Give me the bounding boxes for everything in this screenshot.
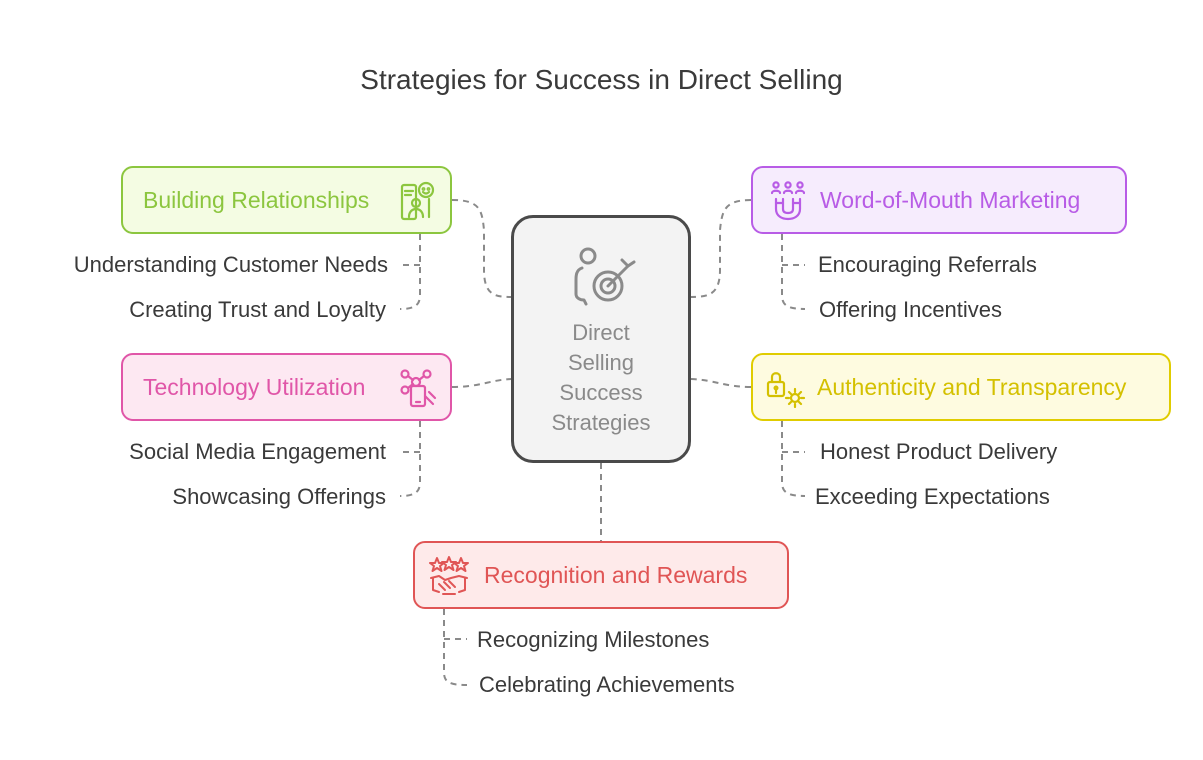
node-building-relationships: Building Relationships xyxy=(121,166,452,234)
diagram-title: Strategies for Success in Direct Selling xyxy=(360,64,843,95)
sub-item-understanding-customer-needs: Understanding Customer Needs xyxy=(73,252,388,277)
node-label: Recognition and Rewards xyxy=(484,561,748,588)
node-authenticity-and-transparency: Authenticity and Transparency xyxy=(751,353,1171,421)
sub-item-honest-product-delivery: Honest Product Delivery xyxy=(820,439,1058,464)
sub-item-exceeding-expectations: Exceeding Expectations xyxy=(815,484,1050,509)
node-label: Authenticity and Transparency xyxy=(817,373,1127,400)
person-target-icon xyxy=(574,247,636,306)
lock-gear-icon xyxy=(766,372,806,408)
node-technology-utilization: Technology Utilization xyxy=(121,353,452,421)
sub-item-showcasing-offerings: Showcasing Offerings xyxy=(172,484,386,509)
sub-item-social-media-engagement: Social Media Engagement xyxy=(129,439,386,464)
relationship-chat-icon xyxy=(400,181,435,221)
sub-item-celebrating-achievements: Celebrating Achievements xyxy=(479,672,735,697)
node-label: Building Relationships xyxy=(143,186,370,213)
sub-item-creating-trust-and-loyalty: Creating Trust and Loyalty xyxy=(129,297,386,322)
node-word-of-mouth-marketing: Word-of-Mouth Marketing xyxy=(751,166,1127,234)
sub-item-recognizing-milestones: Recognizing Milestones xyxy=(477,627,710,652)
node-label: Technology Utilization xyxy=(143,373,366,400)
sub-item-encouraging-referrals: Encouraging Referrals xyxy=(818,252,1037,277)
phone-network-icon xyxy=(400,369,437,408)
stars-handshake-icon xyxy=(429,556,469,595)
center-label: Direct Selling Success Strategies xyxy=(551,320,651,435)
sub-item-offering-incentives: Offering Incentives xyxy=(819,297,1003,322)
node-recognition-and-rewards: Recognition and Rewards xyxy=(413,541,789,609)
center-node: Direct Selling Success Strategies xyxy=(511,215,691,463)
node-label: Word-of-Mouth Marketing xyxy=(820,186,1081,213)
magnet-people-icon xyxy=(771,181,805,221)
